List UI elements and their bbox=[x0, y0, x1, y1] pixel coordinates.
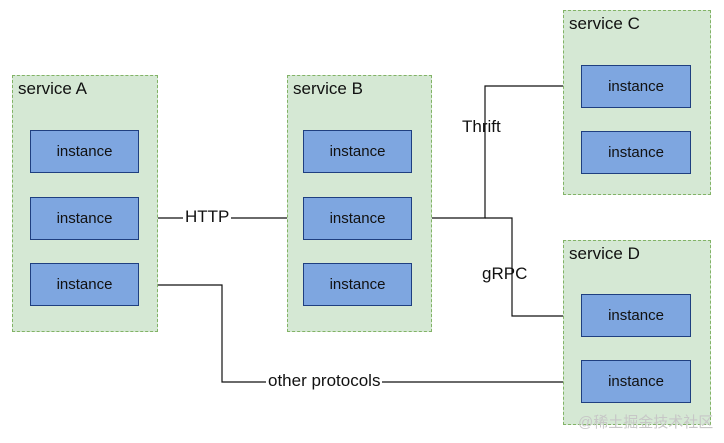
service-a-instance-2[interactable]: instance bbox=[30, 197, 139, 240]
service-b-instance-2[interactable]: instance bbox=[303, 197, 412, 240]
service-b-instance-1[interactable]: instance bbox=[303, 130, 412, 173]
service-a-label: service A bbox=[18, 79, 87, 98]
service-d-instance-2[interactable]: instance bbox=[581, 360, 691, 403]
edge-label-grpc: gRPC bbox=[482, 264, 528, 283]
service-a-instance-1[interactable]: instance bbox=[30, 130, 139, 173]
edge-grpc bbox=[485, 217, 581, 321]
edge-label-other-protocols: other protocols bbox=[266, 371, 383, 391]
service-c-label: service C bbox=[569, 14, 640, 33]
watermark-text: @稀土掘金技术社区 bbox=[578, 414, 714, 431]
service-d-instance-1[interactable]: instance bbox=[581, 294, 691, 337]
service-c-instance-1[interactable]: instance bbox=[581, 65, 691, 108]
service-b-instance-3[interactable]: instance bbox=[303, 263, 412, 306]
edge-label-thrift: Thrift bbox=[462, 117, 501, 136]
edge-other-protocols bbox=[138, 284, 581, 387]
edge-label-http: HTTP bbox=[183, 207, 232, 227]
service-d-label: service D bbox=[569, 244, 640, 263]
service-b-label: service B bbox=[293, 79, 363, 98]
service-a-instance-3[interactable]: instance bbox=[30, 263, 139, 306]
service-c-instance-2[interactable]: instance bbox=[581, 131, 691, 174]
edge-thrift bbox=[412, 81, 581, 219]
